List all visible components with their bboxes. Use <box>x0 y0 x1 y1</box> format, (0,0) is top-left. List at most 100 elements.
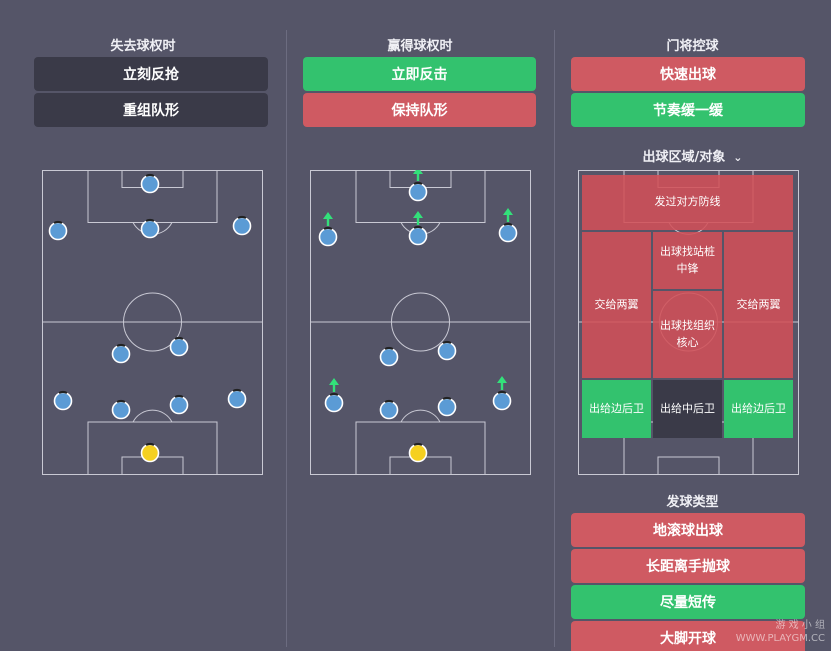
zone-center-back[interactable]: 出给中后卫 <box>653 380 722 438</box>
column-possession-lost: 失去球权时 立刻反抢 重组队形 <box>0 0 286 651</box>
centre-circle <box>391 292 450 352</box>
zone-target-man[interactable]: 出球找站桩中锋 <box>653 232 722 289</box>
player-shadow <box>384 400 394 403</box>
arrow-up-icon <box>503 208 513 222</box>
player-marker <box>227 389 247 409</box>
player-marker <box>498 208 518 243</box>
arrow-up-icon <box>323 212 333 226</box>
player-shadow <box>413 182 423 185</box>
column-goalkeeper: 门将控球 快速出球 节奏缓一缓 出球区域/对象⌄ 发过对方防线 交给两翼 出球找… <box>554 0 831 651</box>
player-dot <box>318 227 338 247</box>
player-dot <box>408 226 428 246</box>
distribution-label: 出球区域/对象 <box>642 150 726 165</box>
column-divider <box>286 30 287 647</box>
player-marker <box>437 341 457 361</box>
player-dot <box>48 221 68 241</box>
player-shadow <box>58 391 68 394</box>
penalty-arc-bottom <box>132 409 173 423</box>
player-shadow <box>145 219 155 222</box>
long-throw-button[interactable]: 长距离手抛球 <box>571 549 805 583</box>
centre-circle <box>123 292 182 352</box>
player-shadow <box>323 227 333 230</box>
player-shadow <box>442 341 452 344</box>
player-shadow <box>145 174 155 177</box>
player-marker <box>111 344 131 364</box>
player-marker <box>379 347 399 367</box>
column-title-lost: 失去球权时 <box>110 39 176 54</box>
player-shadow <box>53 221 63 224</box>
player-dot <box>232 216 252 236</box>
player-shadow <box>413 226 423 229</box>
player-dot <box>169 337 189 357</box>
player-dot <box>140 219 160 239</box>
player-dot <box>498 223 518 243</box>
watermark-text: 游 戏 小 组 <box>775 620 825 631</box>
player-marker <box>48 221 68 241</box>
arrow-up-icon <box>413 211 423 225</box>
roll-out-button[interactable]: 地滚球出球 <box>571 513 805 547</box>
player-shadow <box>442 397 452 400</box>
player-dot <box>492 391 512 411</box>
pitch-lines <box>42 170 263 475</box>
short-pass-button[interactable]: 尽量短传 <box>571 585 805 619</box>
player-shadow <box>329 393 339 396</box>
distribution-dropdown[interactable]: 出球区域/对象 ⌄ <box>554 146 831 165</box>
arrow-head <box>329 378 339 385</box>
player-marker <box>408 211 428 246</box>
zone-beyond-defence[interactable]: 发过对方防线 <box>582 175 793 230</box>
player-dot <box>408 182 428 202</box>
zone-playmaker[interactable]: 出球找组织核心 <box>653 291 722 378</box>
player-shadow <box>232 389 242 392</box>
arrow-head <box>413 211 423 218</box>
chevron-down-icon: ⌄ <box>733 151 743 164</box>
player-shadow <box>174 395 184 398</box>
player-dot <box>379 347 399 367</box>
formation-pitch-lost <box>42 170 263 475</box>
player-shadow <box>384 347 394 350</box>
player-shadow <box>116 400 126 403</box>
distribute-quickly-button[interactable]: 快速出球 <box>571 57 805 91</box>
counter-press-button[interactable]: 立刻反抢 <box>34 57 268 91</box>
arrow-head <box>413 170 423 174</box>
zone-right-wing[interactable]: 交给两翼 <box>724 232 793 378</box>
zone-right-back[interactable]: 出给边后卫 <box>724 380 793 438</box>
player-dot <box>169 395 189 415</box>
player-dot <box>437 341 457 361</box>
player-shadow <box>174 337 184 340</box>
watermark-url: WWW.PLAYGM.CC <box>735 633 825 644</box>
player-marker <box>140 443 160 463</box>
player-marker <box>169 395 189 415</box>
six-yard-box-bottom <box>657 456 720 475</box>
zone-left-wing[interactable]: 交给两翼 <box>582 232 651 378</box>
player-shadow <box>237 216 247 219</box>
watermark-logo: 游 戏 小 组 WWW.PLAYGM.CC <box>736 619 825 645</box>
player-marker <box>140 174 160 194</box>
player-marker <box>318 212 338 247</box>
player-marker <box>140 219 160 239</box>
arrow-up-icon <box>329 378 339 392</box>
regroup-button[interactable]: 重组队形 <box>34 93 268 127</box>
player-dot <box>111 344 131 364</box>
arrow-head <box>497 376 507 383</box>
zone-left-back[interactable]: 出给边后卫 <box>582 380 651 438</box>
arrow-up-icon <box>497 376 507 390</box>
counter-attack-button[interactable]: 立即反击 <box>303 57 536 91</box>
penalty-arc-bottom <box>400 409 441 423</box>
goal-kick-long-button[interactable]: 大脚开球 <box>571 621 805 651</box>
slow-pace-button[interactable]: 节奏缓一缓 <box>571 93 805 127</box>
hold-shape-button[interactable]: 保持队形 <box>303 93 536 127</box>
formation-pitch-won <box>310 170 531 475</box>
player-marker <box>324 378 344 413</box>
arrow-head <box>323 212 333 219</box>
player-shadow <box>413 443 423 446</box>
column-title-won: 赢得球权时 <box>387 39 453 54</box>
player-dot <box>408 443 428 463</box>
player-marker <box>408 170 428 202</box>
player-dot <box>111 400 131 420</box>
player-dot <box>379 400 399 420</box>
player-shadow <box>497 391 507 394</box>
arrow-head <box>503 208 513 215</box>
player-dot <box>227 389 247 409</box>
arrow-up-icon <box>413 170 423 181</box>
